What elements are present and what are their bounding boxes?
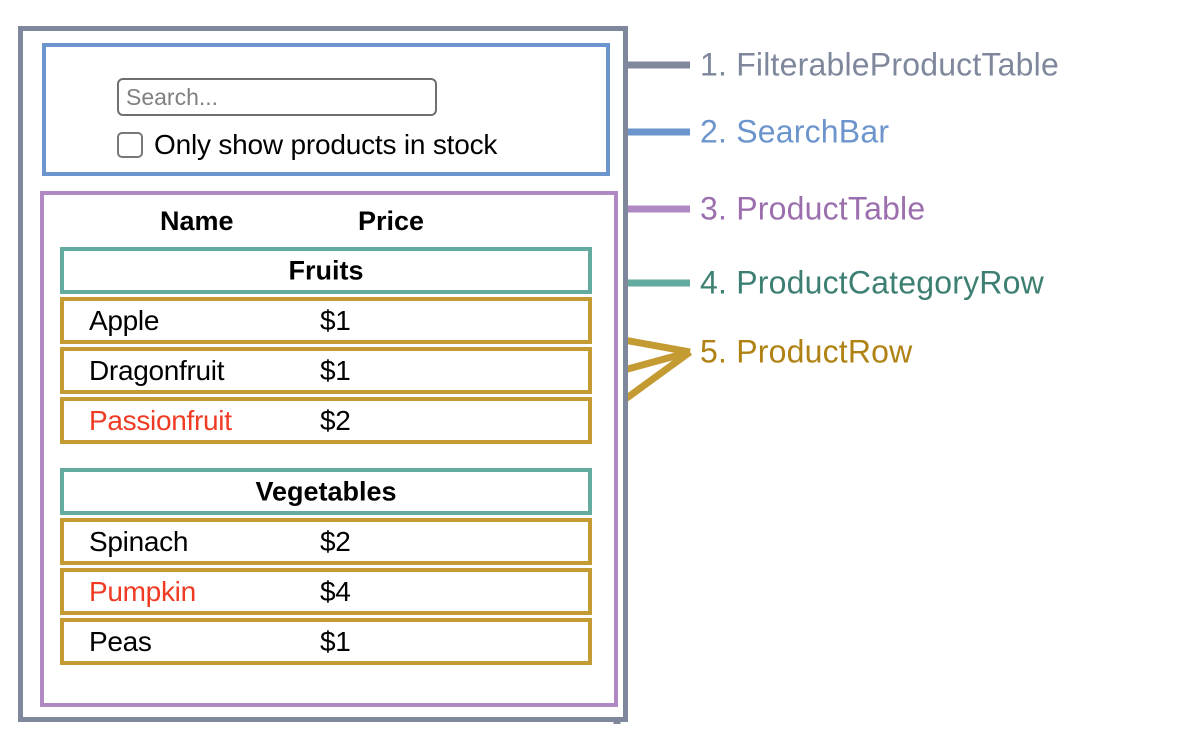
column-header-price: Price [358,205,425,236]
product-table-header: Name Price [44,199,614,243]
search-bar: Only show products in stock [42,43,610,176]
column-header-name: Name [160,205,234,236]
product-price: $2 [320,525,351,557]
search-input[interactable] [117,78,437,116]
legend-text-3: ProductTable [736,190,926,227]
legend-item-search-bar: 2. SearchBar [700,114,889,151]
product-name: Spinach [89,525,189,557]
product-row: Passionfruit $2 [60,397,592,444]
product-category-row: Vegetables [60,468,592,515]
legend-text-5: ProductRow [736,333,913,370]
legend-number-3: 3. [700,190,728,227]
legend-number-1: 1. [700,46,728,83]
legend-text-1: FilterableProductTable [736,46,1059,83]
product-name: Pumpkin [89,575,196,607]
product-category-row: Fruits [60,247,592,294]
in-stock-filter-row[interactable]: Only show products in stock [117,129,497,161]
in-stock-checkbox-label: Only show products in stock [154,129,498,160]
product-price: $1 [320,304,351,336]
product-price: $4 [320,575,351,607]
product-name: Passionfruit [89,404,232,436]
product-name: Peas [89,625,152,657]
product-category-label: Fruits [288,255,364,285]
product-category-label: Vegetables [255,476,397,506]
product-row: Spinach $2 [60,518,592,565]
legend-number-2: 2. [700,113,728,150]
product-row: Pumpkin $4 [60,568,592,615]
product-price: $1 [320,625,351,657]
legend-item-product-table: 3. ProductTable [700,191,925,228]
legend-number-5: 5. [700,333,728,370]
product-row: Apple $1 [60,297,592,344]
product-price: $2 [320,404,351,436]
filterable-product-table: Only show products in stock Name Price F… [18,26,628,722]
legend-item-filterable-product-table: 1. FilterableProductTable [700,47,1059,84]
product-name: Dragonfruit [89,354,225,386]
in-stock-checkbox[interactable] [117,132,143,158]
group-gap [60,447,592,468]
legend-item-product-category-row: 4. ProductCategoryRow [700,265,1044,302]
product-price: $1 [320,354,351,386]
legend-text-2: SearchBar [736,113,890,150]
product-name: Apple [89,304,160,336]
legend-text-4: ProductCategoryRow [736,264,1044,301]
product-row: Peas $1 [60,618,592,665]
product-row: Dragonfruit $1 [60,347,592,394]
legend-number-4: 4. [700,264,728,301]
legend-item-product-row: 5. ProductRow [700,334,912,371]
